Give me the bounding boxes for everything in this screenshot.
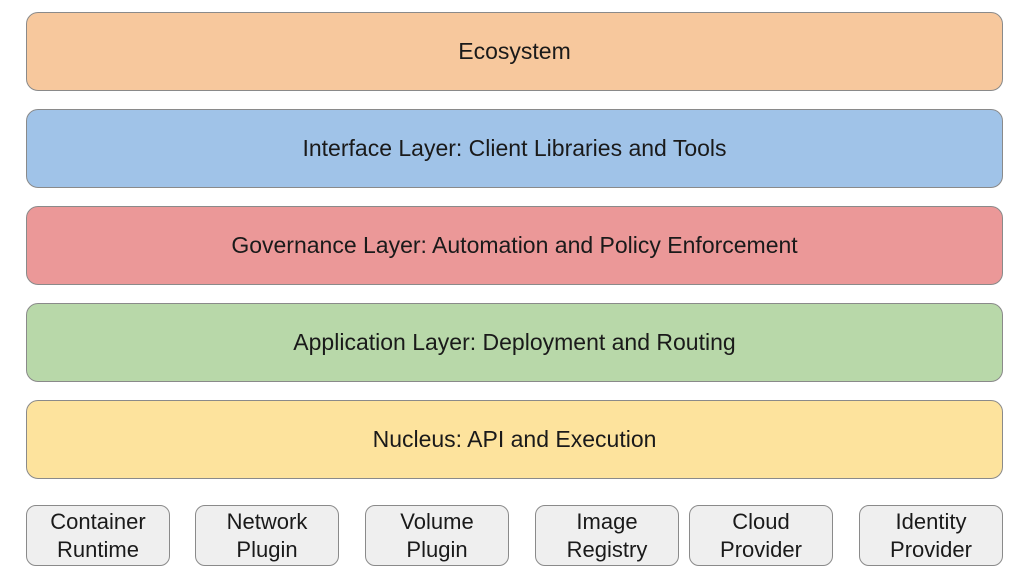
plugin-label-line1: Identity bbox=[895, 508, 967, 534]
plugin-label-line2: Plugin bbox=[236, 536, 298, 562]
plugin-label-line1: Cloud bbox=[732, 508, 790, 534]
layer-governance: Governance Layer: Automation and Policy … bbox=[26, 206, 1003, 285]
layer-nucleus: Nucleus: API and Execution bbox=[26, 400, 1003, 479]
layer-application: Application Layer: Deployment and Routin… bbox=[26, 303, 1003, 382]
plugin-label-line2: Provider bbox=[720, 536, 802, 562]
plugin-cloud-provider: Cloud Provider bbox=[689, 505, 833, 566]
plugin-identity-provider: Identity Provider bbox=[859, 505, 1003, 566]
plugin-label-line2: Provider bbox=[890, 536, 972, 562]
plugin-image-registry: Image Registry bbox=[535, 505, 679, 566]
layer-interface-label: Interface Layer: Client Libraries and To… bbox=[302, 135, 727, 161]
layer-governance-label: Governance Layer: Automation and Policy … bbox=[231, 232, 798, 258]
plugin-network-plugin: Network Plugin bbox=[195, 505, 339, 566]
layer-ecosystem-label: Ecosystem bbox=[458, 38, 571, 64]
plugin-label-line1: Container bbox=[50, 508, 146, 534]
plugin-container-runtime: Container Runtime bbox=[26, 505, 170, 566]
plugin-label-line1: Volume bbox=[400, 508, 474, 534]
layer-ecosystem: Ecosystem bbox=[26, 12, 1003, 91]
layer-interface: Interface Layer: Client Libraries and To… bbox=[26, 109, 1003, 188]
plugin-label-line2: Registry bbox=[566, 536, 648, 562]
plugin-volume-plugin: Volume Plugin bbox=[365, 505, 509, 566]
plugin-label-line1: Image bbox=[576, 508, 638, 534]
layer-application-label: Application Layer: Deployment and Routin… bbox=[293, 329, 736, 355]
plugin-label-line1: Network bbox=[226, 508, 308, 534]
layer-nucleus-label: Nucleus: API and Execution bbox=[372, 426, 657, 452]
plugin-label-line2: Plugin bbox=[406, 536, 468, 562]
plugin-label-line2: Runtime bbox=[57, 536, 139, 562]
